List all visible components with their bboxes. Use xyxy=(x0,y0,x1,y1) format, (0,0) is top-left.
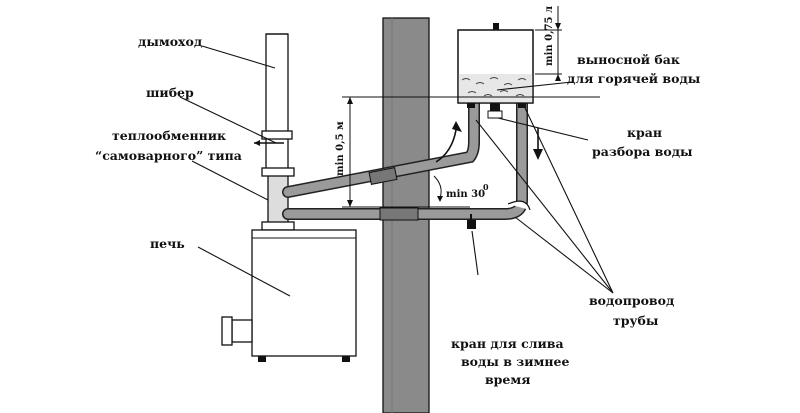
flow-arrows xyxy=(435,121,543,163)
drain-tap xyxy=(467,214,476,229)
label-damper: шибер xyxy=(146,85,194,100)
heat-exchanger xyxy=(261,167,295,231)
label-heat-exchanger-line2: “самоварного” типа xyxy=(95,148,242,163)
damper xyxy=(254,130,293,170)
return-pipe xyxy=(282,98,531,221)
label-angle-degree: 0 xyxy=(483,182,489,192)
label-tap-line1: кран xyxy=(627,125,662,140)
labels: дымоход шибер теплообменник “самоварного… xyxy=(95,6,701,387)
label-heat-exchanger-line1: теплообменник xyxy=(112,128,226,143)
chimney xyxy=(265,33,289,135)
label-stove: печь xyxy=(150,236,185,251)
label-tap-line2: разбора воды xyxy=(592,144,693,159)
label-pipes-line2: трубы xyxy=(613,313,659,328)
label-pipes-line1: водопровод xyxy=(589,293,674,308)
stove xyxy=(221,229,357,362)
label-drain-line3: время xyxy=(485,372,530,387)
hot-water-tank xyxy=(457,23,534,119)
label-pipe-height: min 0,5 м xyxy=(335,121,346,176)
label-tank-height: min 0,75 л xyxy=(544,6,555,66)
supply-pipe xyxy=(282,98,480,198)
label-chimney: дымоход xyxy=(138,34,202,49)
label-tank-line2: для горячей воды xyxy=(567,71,701,86)
label-tank-line1: выносной бак xyxy=(577,52,680,67)
leader-lines xyxy=(179,45,614,297)
label-drain-line2: воды в зимнее xyxy=(461,354,569,369)
label-drain-line1: кран для слива xyxy=(451,336,564,351)
label-angle: min 30 xyxy=(446,189,485,200)
dimension-lines xyxy=(342,6,600,208)
